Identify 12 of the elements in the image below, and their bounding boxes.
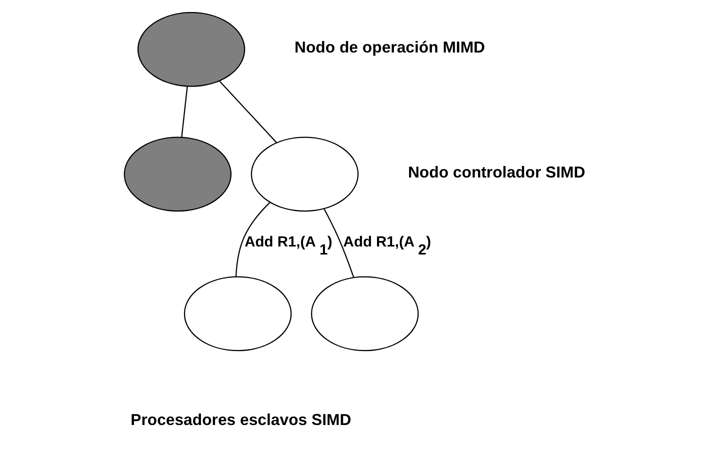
connector — [218, 80, 277, 144]
node-ellipse — [136, 12, 245, 87]
node-ellipse — [183, 276, 292, 352]
connector — [180, 86, 188, 138]
node-ellipse — [310, 276, 418, 352]
node-label: Nodo de operación MIMD — [294, 39, 485, 56]
label: Procesadores esclavos SIMD — [130, 412, 351, 430]
node-label: Nodo controlador SIMD — [407, 164, 585, 182]
connector — [234, 202, 270, 277]
node-ellipse — [250, 136, 358, 212]
connector — [323, 208, 354, 278]
node-ellipse — [123, 136, 232, 212]
